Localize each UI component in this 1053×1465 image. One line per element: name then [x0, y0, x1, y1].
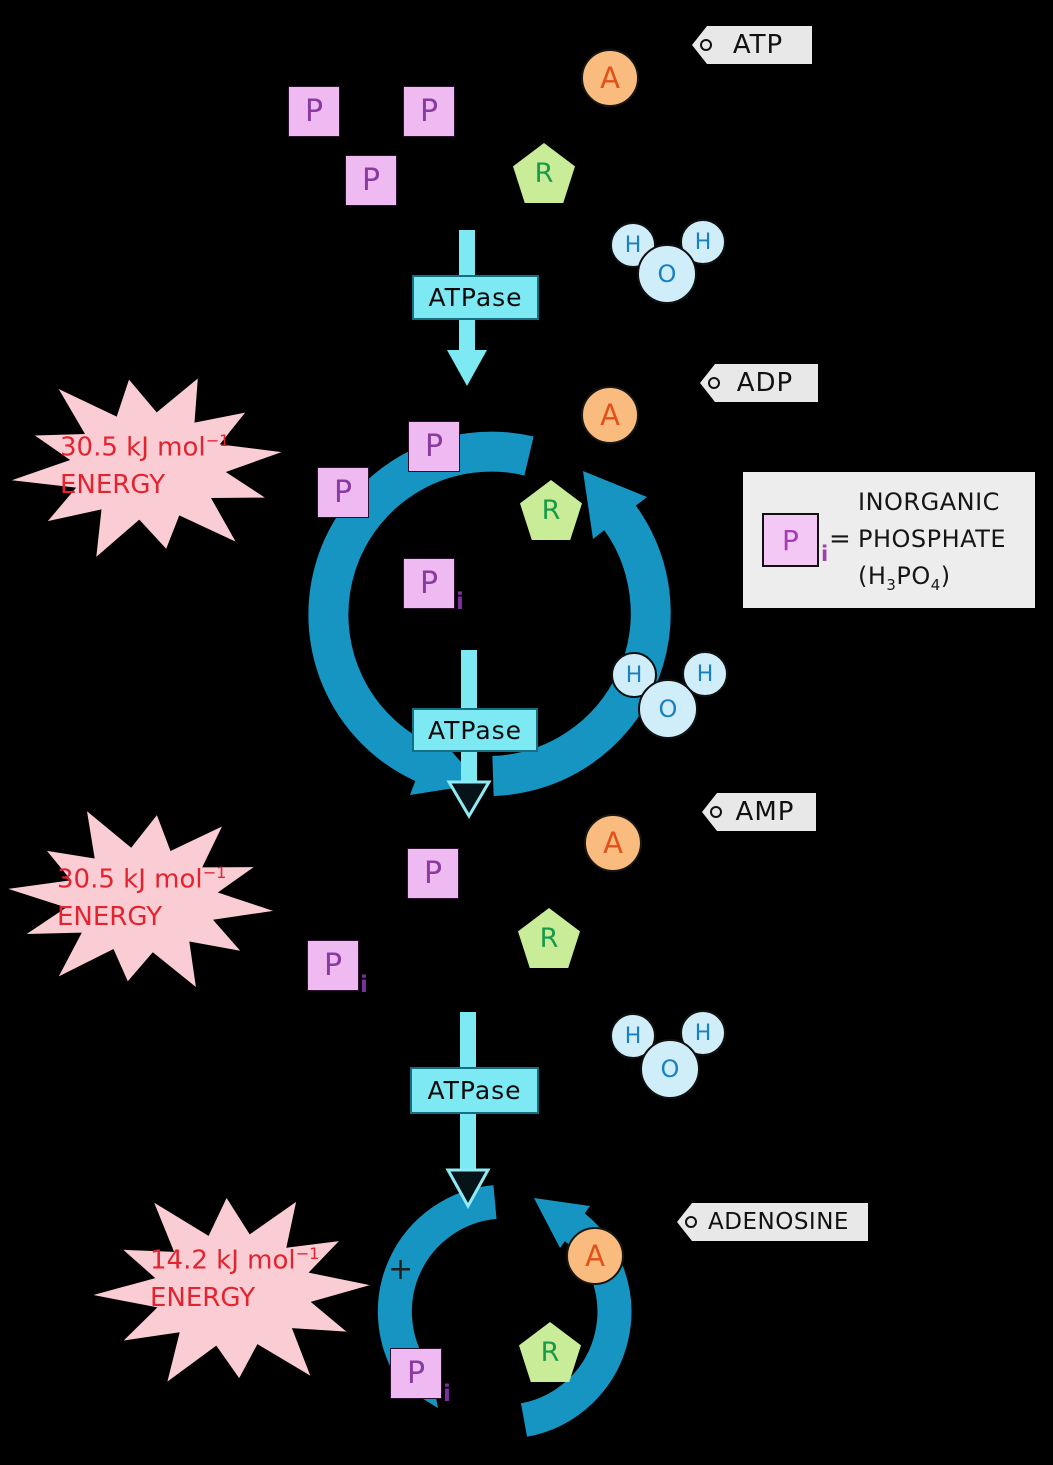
- legend-phosphate-subscript: i: [821, 542, 829, 566]
- energy-amount: 30.5 kJ mol−1: [57, 863, 227, 895]
- energy-callout: 30.5 kJ mol−1 ENERGY: [57, 861, 226, 937]
- adenine-circle: A: [566, 1227, 624, 1285]
- atp-tag: ATP: [692, 26, 812, 64]
- adenine-circle: A: [581, 386, 639, 444]
- reaction-arrow-2: [446, 650, 492, 819]
- energy-amount: 30.5 kJ mol−1: [60, 431, 230, 463]
- adenine-circle: A: [581, 49, 639, 107]
- phosphate-square: P: [345, 155, 397, 206]
- energy-word: ENERGY: [60, 470, 166, 501]
- cycle-arrowhead-icon: [583, 471, 647, 539]
- energy-burst-shape: [93, 1198, 370, 1382]
- atpase-box: ATPase: [410, 1067, 539, 1114]
- amp-tag: AMP: [702, 793, 816, 831]
- inorganic-phosphate-square: P: [390, 1348, 442, 1399]
- down-arrowhead-icon: [445, 1168, 491, 1210]
- atpase-box: ATPase: [412, 708, 538, 752]
- oxygen-circle: O: [638, 679, 698, 739]
- legend-equals-sign: =: [829, 524, 851, 554]
- adp-tag: ADP: [700, 364, 818, 402]
- legend-formula: (H3PO4): [858, 562, 951, 594]
- tag-hole-icon: [685, 1216, 697, 1228]
- tag-hole-icon: [708, 377, 720, 389]
- atp-tag-label: ATP: [732, 30, 784, 60]
- phosphate-square: P: [317, 467, 369, 518]
- energy-amount: 14.2 kJ mol−1: [150, 1244, 320, 1276]
- phosphate-square: P: [403, 86, 455, 137]
- inorganic-phosphate-legend: P i = INORGANIC PHOSPHATE (H3PO4): [743, 472, 1035, 608]
- energy-word: ENERGY: [150, 1283, 256, 1314]
- inorganic-phosphate-square: P: [403, 558, 455, 609]
- phosphate-subscript: i: [360, 972, 368, 998]
- legend-phosphate-square: P: [762, 513, 819, 567]
- legend-text: INORGANIC PHOSPHATE (H3PO4): [858, 484, 1006, 604]
- energy-callout: 30.5 kJ mol−1 ENERGY: [60, 429, 229, 505]
- tag-hole-icon: [710, 806, 722, 818]
- adenosine-tag: ADENOSINE: [677, 1203, 868, 1241]
- phosphate-square: P: [408, 421, 460, 472]
- down-arrowhead-icon: [446, 780, 492, 819]
- down-arrowhead-icon: [447, 350, 487, 386]
- phosphate-square: P: [407, 848, 459, 899]
- inorganic-phosphate-square: P: [307, 940, 359, 991]
- oxygen-circle: O: [640, 1039, 700, 1099]
- adp-tag-label: ADP: [736, 368, 794, 398]
- phosphate-subscript: i: [443, 1381, 451, 1407]
- adenosine-tag-label: ADENOSINE: [708, 1209, 849, 1235]
- cycle-arrowhead-icon: [534, 1198, 590, 1248]
- plus-sign: +: [388, 1252, 414, 1287]
- energy-burst-shape: [11, 378, 282, 557]
- energy-callout: 14.2 kJ mol−1 ENERGY: [150, 1242, 319, 1318]
- energy-burst-shape: [8, 811, 274, 987]
- hydrogen-circle: H: [680, 1010, 726, 1056]
- amp-tag-label: AMP: [735, 797, 795, 827]
- energy-word: ENERGY: [57, 902, 163, 933]
- tag-hole-icon: [700, 39, 712, 51]
- adenine-circle: A: [584, 814, 642, 872]
- phosphate-square: P: [288, 86, 340, 137]
- oxygen-circle: O: [637, 244, 697, 304]
- phosphate-subscript: i: [456, 589, 464, 615]
- atpase-box: ATPase: [412, 275, 539, 320]
